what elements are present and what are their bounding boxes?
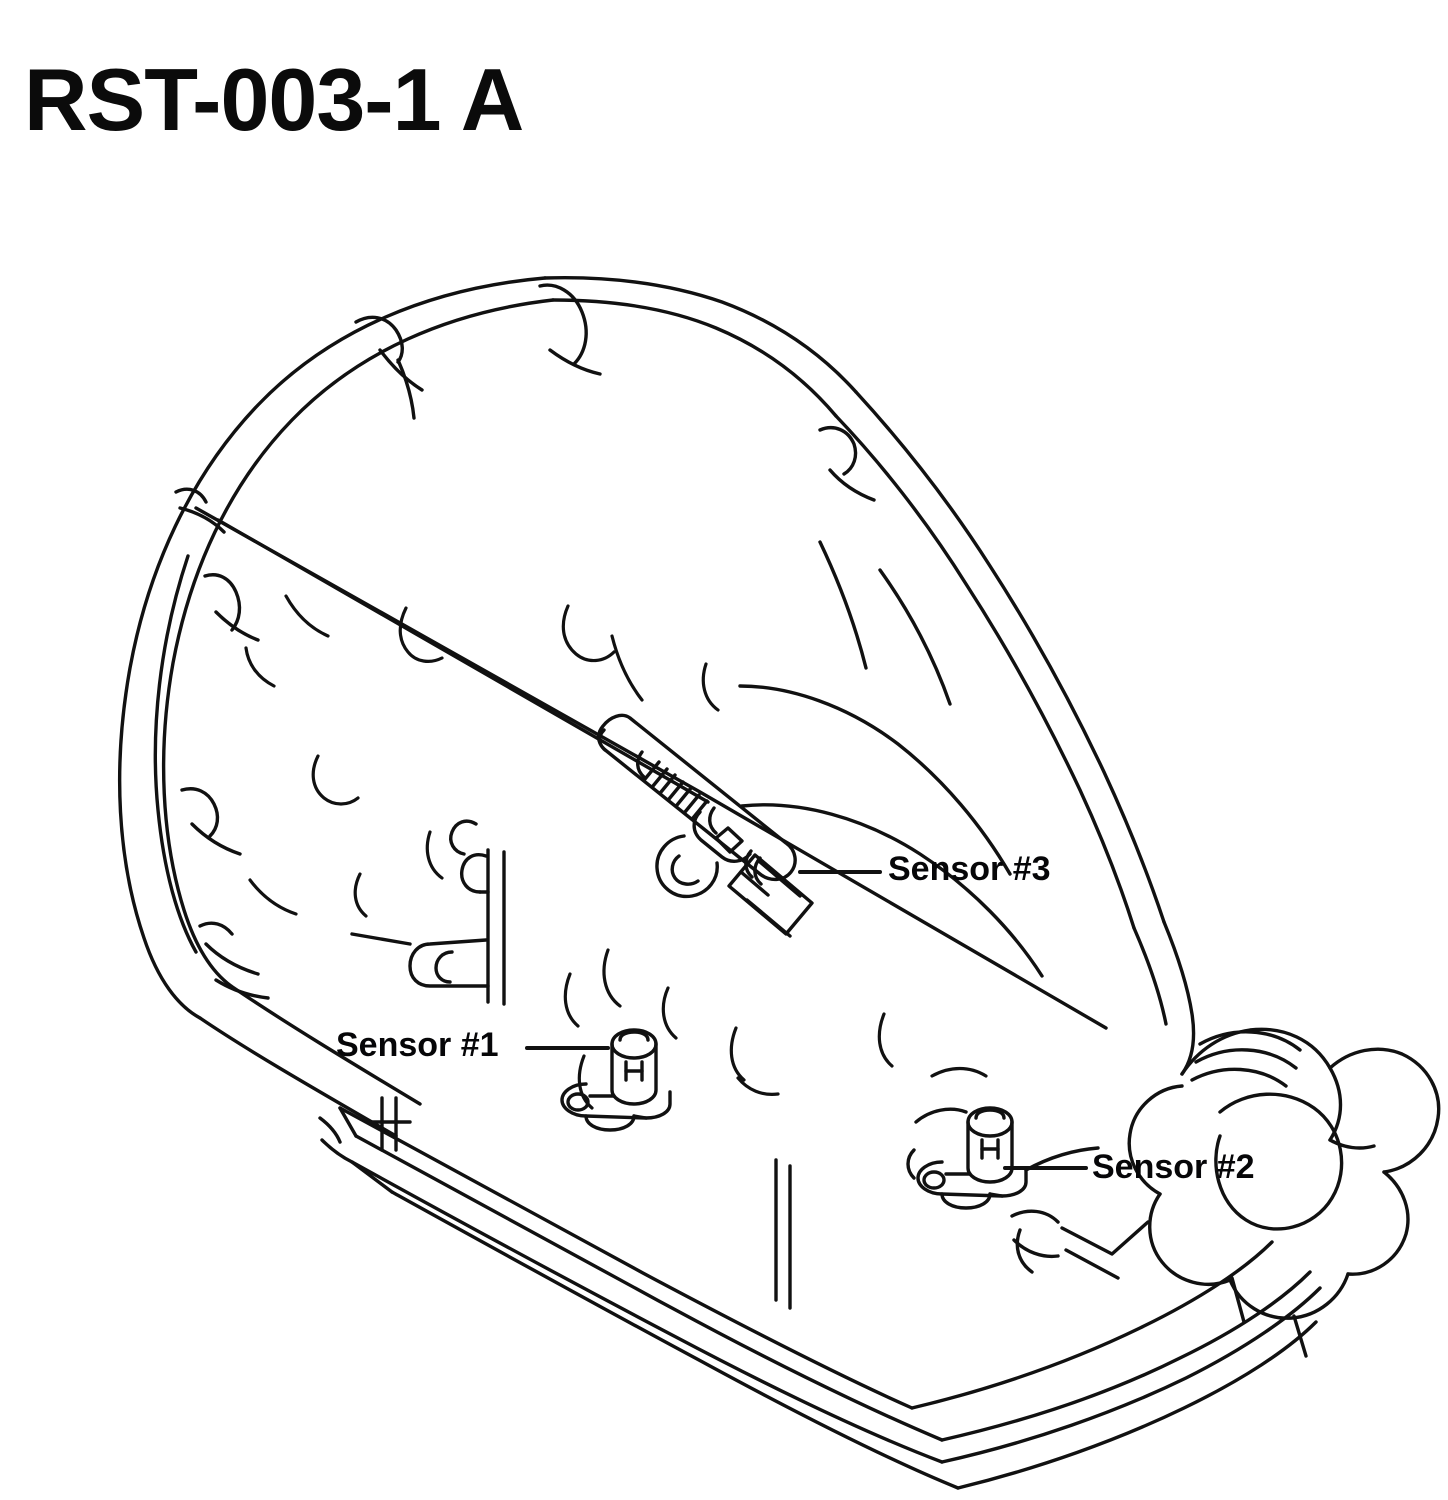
page-title: RST-003-1 A [24, 50, 524, 149]
tail-housing-flange [1127, 1027, 1441, 1358]
case-upper-contour [834, 390, 1196, 1076]
callout-label-sensor-1: Sensor #1 [336, 1026, 499, 1064]
bell-housing-bolt-bosses [174, 283, 876, 1000]
callout-leader-lines [525, 870, 1088, 1170]
case-lower-detail [368, 1096, 412, 1152]
bell-housing-outline [117, 276, 858, 1020]
case-surface-ribs [244, 594, 988, 1110]
case-lower-wall [198, 984, 1150, 1310]
callout-label-sensor-2: Sensor #2 [1092, 1148, 1255, 1186]
mounting-bracket [350, 819, 506, 1006]
sensor-2-part [906, 1106, 1100, 1210]
sensor-1-part [560, 1028, 672, 1132]
sensor-3-part [596, 713, 814, 938]
case-bulge-contours [738, 540, 1044, 978]
case-parting-line [194, 506, 1108, 1030]
callout-label-sensor-3: Sensor #3 [888, 850, 1051, 888]
